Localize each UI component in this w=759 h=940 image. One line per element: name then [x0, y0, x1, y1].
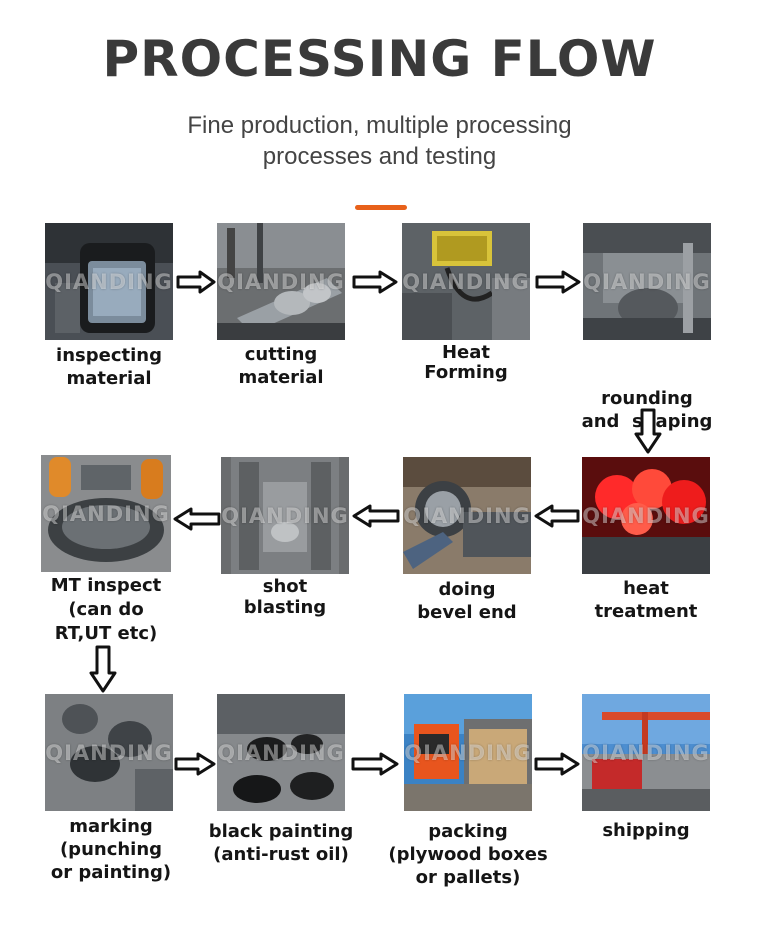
arrow-right-icon [535, 270, 581, 294]
arrow-left-icon [534, 504, 580, 528]
shipping-photo: QIANDING [582, 694, 710, 811]
subtitle-line-2: processes and testing [262, 143, 497, 170]
heat-forming-photo: QIANDING [402, 223, 530, 340]
watermark: QIANDING [45, 740, 173, 765]
arrow-right-icon [351, 752, 399, 776]
mt-inspect-photo: QIANDING [41, 455, 171, 572]
arrow-down-icon [634, 408, 662, 454]
arrow-left-icon [173, 507, 221, 531]
step-label-shipping: shipping [602, 820, 690, 841]
page-subtitle: Fine production, multiple processing pro… [0, 110, 759, 172]
watermark: QIANDING [402, 269, 530, 294]
arrow-right-icon [174, 752, 216, 776]
watermark: QIANDING [404, 740, 532, 765]
marking-photo: QIANDING [45, 694, 173, 811]
arrow-right-icon [534, 752, 580, 776]
arrow-right-icon [176, 270, 216, 294]
inspecting-material-photo: QIANDING [45, 223, 173, 340]
bevel-end-photo: QIANDING [403, 457, 531, 574]
page-title: PROCESSING FLOW [102, 30, 657, 88]
arrow-left-icon [352, 504, 400, 528]
arrow-down-icon [89, 645, 117, 693]
packing-photo: QIANDING [404, 694, 532, 811]
subtitle-line-1: Fine production, multiple processing [187, 112, 572, 139]
step-label-black-painting: black painting(anti-rust oil) [208, 821, 354, 865]
heat-treatment-photo: QIANDING [582, 457, 710, 574]
watermark: QIANDING [217, 269, 345, 294]
watermark: QIANDING [582, 503, 710, 528]
watermark: QIANDING [403, 503, 531, 528]
rounding-shaping-photo: QIANDING [583, 223, 711, 340]
watermark: QIANDING [583, 269, 711, 294]
arrow-right-icon [352, 270, 398, 294]
cutting-material-photo: QIANDING [217, 223, 345, 340]
watermark: QIANDING [217, 740, 345, 765]
watermark: QIANDING [221, 503, 349, 528]
watermark: QIANDING [45, 269, 173, 294]
shot-blasting-photo: QIANDING [221, 457, 349, 574]
watermark: QIANDING [582, 740, 710, 765]
black-painting-photo: QIANDING [217, 694, 345, 811]
accent-divider [355, 205, 407, 210]
watermark: QIANDING [42, 501, 170, 526]
